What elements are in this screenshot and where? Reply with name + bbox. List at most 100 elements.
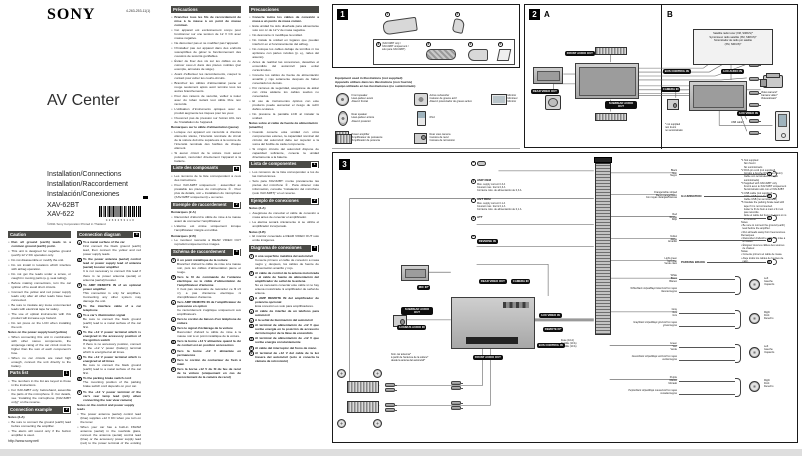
speaker-wire-plus — [679, 381, 735, 382]
bullet-item: The numbers in the list are keyed to tho… — [8, 379, 71, 387]
footnote-line: • Be sure to connect the ground (earth) — [741, 224, 785, 227]
sub-heading: Notas (2-B) — [249, 229, 266, 234]
footnote-line: *1 Not supplied — [741, 159, 759, 162]
aux-video-in-callout: AUX VIDEO IN — [539, 313, 562, 319]
equipment-icon — [491, 92, 507, 106]
rca-plug-icon — [749, 77, 761, 81]
model-numbers: XAV-62BT XAV-622 — [47, 201, 79, 220]
footnote-line: lo conecta. — [741, 217, 757, 221]
lead-number: 2 — [471, 178, 476, 185]
part-4-number: 4 — [468, 42, 473, 47]
rca-plug-icon — [749, 103, 761, 107]
rca-plug-icon — [385, 408, 397, 412]
usb-cable-label: USB cable* — [731, 121, 744, 124]
lead-row: 5 REVERSE IN — [471, 234, 593, 249]
rca-plug-icon — [451, 401, 463, 405]
circled-number: 8 — [249, 345, 254, 351]
wiring-harness-bundle — [595, 163, 611, 335]
bullet-item: When your car has a built-in FM/AM anten… — [77, 425, 141, 445]
circled-number: 1 — [77, 240, 82, 246]
circled-number: 8 — [77, 376, 82, 382]
speaker-wire-plus — [679, 313, 735, 314]
bullet-item: No desmonte ni modifique la unidad. — [249, 33, 319, 37]
equipment-icon — [413, 111, 427, 127]
bullet-item: Si aucun circuit de la voiture n’est ass… — [171, 151, 241, 163]
circled-number: 2 — [171, 274, 176, 280]
rca-plug-icon — [451, 381, 463, 385]
section-number-badge: 3 — [311, 245, 318, 252]
equipment-legend-header: Equipment used in illustrations (not sup… — [335, 76, 416, 89]
bullet-item: Cuando conecte esta unidad con otros com… — [249, 130, 319, 146]
bullet-item: When no car circuits are rated high enou… — [8, 356, 71, 368]
bullet-item: Si ningún circuito del automóvil dispone… — [249, 147, 319, 159]
from-car-antenna-label: from car antenna* à partir de l’antenne … — [391, 353, 429, 363]
xav62bt-only-label: (XAV-62BT only / XAV-62BT uniquement / s… — [382, 42, 409, 52]
sub-heading: Notas sobre el cable de fuente de alimen… — [249, 121, 318, 130]
circled-number: 4 — [171, 317, 176, 323]
bullet-item: Por razones de seguridad, asegúrese de a… — [249, 86, 319, 98]
rear-video-out-callout: REAR VIDEO OUT — [531, 89, 559, 95]
bullet-item: Do not install in locations which interf… — [8, 263, 71, 271]
speaker-icon — [337, 369, 346, 378]
column-spanish: Precauciones Conecte todos los cables de… — [249, 4, 319, 445]
copyright-line: ©2011 Sony Corporation Printed in Thaila… — [47, 222, 106, 226]
model-1: XAV-62BT — [47, 202, 80, 209]
rca-plug-icon — [749, 131, 761, 135]
bullet-item: El monitor conectado a REAR VIDEO OUT so… — [249, 234, 319, 242]
equipment-icon — [335, 111, 349, 127]
circled-number: 9 — [249, 350, 254, 356]
speaker-wire-minus — [679, 326, 735, 327]
bullet-item: No presione la pantalla LCD al instalar … — [249, 112, 319, 120]
sub-rear-audio-out-callout: SUB/REAR AUDIO OUT — [401, 307, 433, 316]
part-4-microphone-icon — [468, 49, 488, 61]
footnote-line: suministrado) — [741, 178, 760, 182]
terminal-fork-icon — [772, 171, 777, 177]
bullet-item: Connect the yellow and red power supply … — [8, 290, 71, 302]
bullet-item: Avant d’effectuer les raccordements, cou… — [171, 72, 241, 80]
terminal-fork-icon — [772, 237, 777, 243]
bullet-item: Pour XAV-62BT uniquement : assemblez au … — [171, 183, 241, 199]
circled-number: 8 — [171, 357, 176, 363]
bold-bullet-item: Branchez tous les fils de raccordement d… — [171, 15, 241, 27]
speaker-connector-icon — [735, 310, 741, 329]
power-amplifier-icon — [595, 47, 627, 55]
satellite-tuner-box: Satellite radio tuner (XM, SIRIUS)* Synt… — [693, 29, 773, 65]
wires-2 — [553, 36, 773, 132]
model-2: XAV-622 — [47, 211, 75, 219]
terminal-fork-icon — [772, 259, 777, 265]
rear-video-out-callout: REAR VIDEO OUT — [479, 279, 507, 285]
footnote-line: *2 RCA pin cord (not supplied) — [741, 168, 776, 172]
rca-plug-icon — [385, 403, 397, 407]
bullet-item: Les numéros de la liste correspondent à … — [171, 174, 241, 182]
footnote-line: Notas — [741, 250, 748, 253]
bullet-item: Solo para XAV-62BT: monte previamente la… — [249, 179, 319, 195]
speaker-icon — [373, 369, 382, 378]
footnote-line: • Éloignez tous les câbles des sources — [741, 243, 785, 247]
